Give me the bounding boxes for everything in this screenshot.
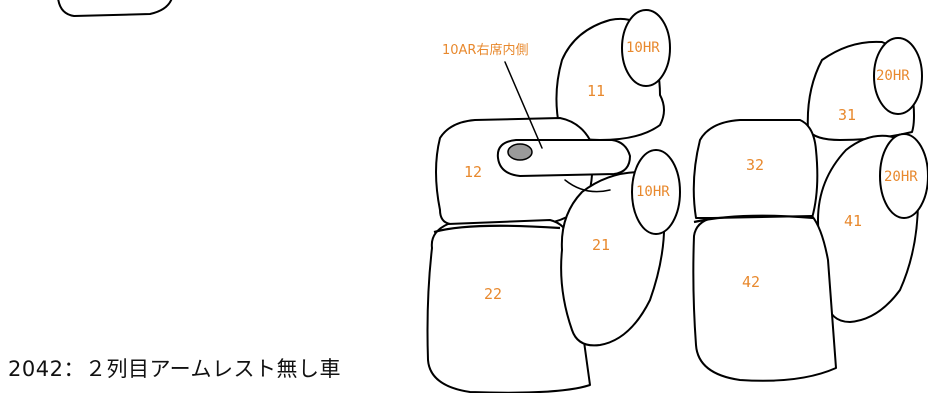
partial-outline-top-left [57,0,173,17]
label-12: 12 [464,163,482,181]
seat-cushion-42 [692,215,837,382]
label-10hr-mid: 10HR [636,184,670,200]
seam-42 [693,214,815,224]
armrest-button [507,143,533,161]
caption: 2042：２列目アームレスト無し車 [8,357,342,381]
label-22: 22 [484,285,502,303]
armrest-shadow [564,179,611,193]
seam-22 [433,224,561,234]
label-11: 11 [587,82,605,100]
headrest-20hr-mid [879,133,928,219]
headrest-10hr-top [621,9,671,87]
label-10hr-top: 10HR [626,40,660,56]
label-20hr-mid: 20HR [884,169,918,185]
headrest-10hr-mid [631,149,681,235]
label-42: 42 [742,273,760,291]
label-41: 41 [844,212,862,230]
seat-cushion-32 [692,119,819,219]
label-21: 21 [592,236,610,254]
label-31: 31 [838,106,856,124]
label-32: 32 [746,156,764,174]
callout-10ar-label: 10AR右席内側 [442,42,528,58]
headrest-20hr-top [873,37,923,115]
callout-leader [504,61,543,149]
label-20hr-top: 20HR [876,68,910,84]
seat-cushion-22 [426,219,591,393]
